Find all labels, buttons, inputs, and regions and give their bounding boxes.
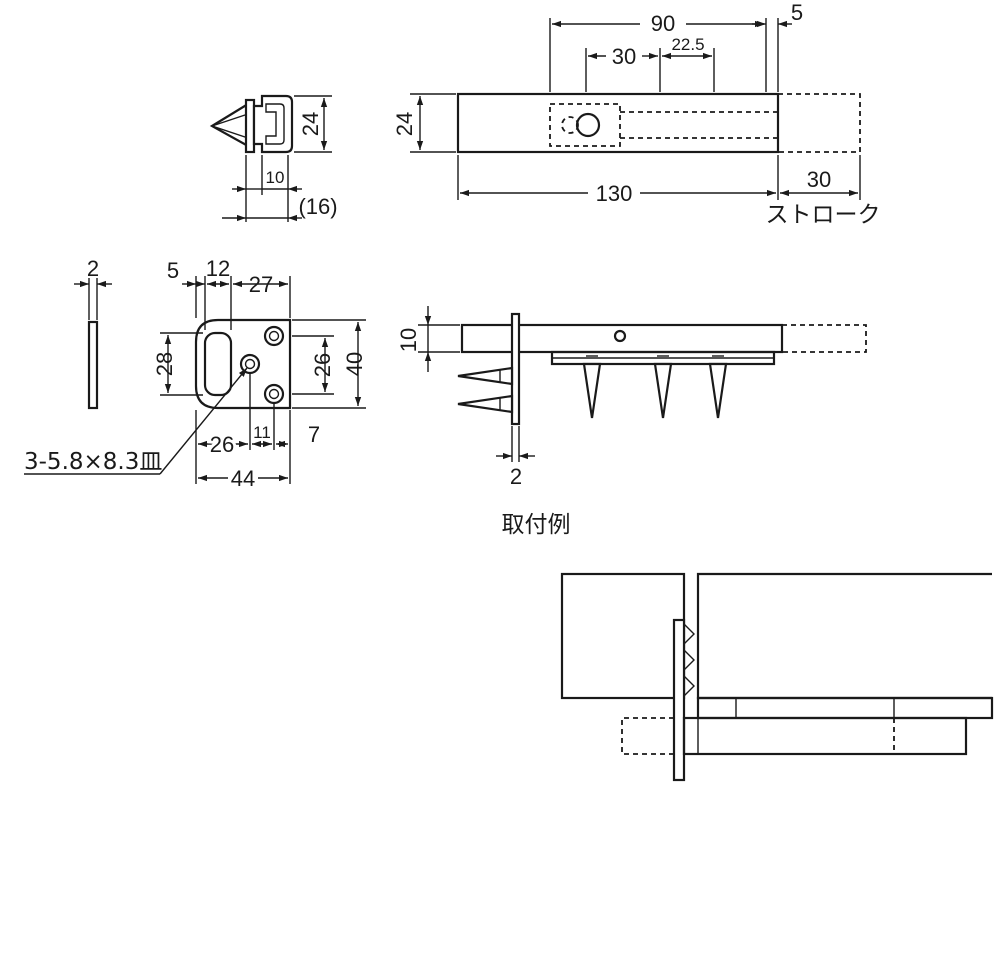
front-height-label: 24	[298, 112, 323, 136]
mounting-hole-top	[263, 325, 285, 347]
front-outer-width-label: (16)	[298, 194, 337, 219]
front-channel-profile	[252, 94, 294, 154]
plate-face-view: 5 12 27 28 26 40 26 11 7	[24, 256, 367, 491]
top-stroke-caption: ストローク	[766, 202, 881, 228]
top-length-label: 130	[596, 181, 633, 206]
side-spike-down-2	[653, 362, 673, 419]
top-hidden-hole	[561, 116, 579, 134]
plate-slot	[203, 331, 233, 397]
top-view: 24 90 5 30 22.5 130 30 ストローク	[392, 0, 881, 228]
side-spike-down-1	[582, 362, 602, 419]
front-inner-width-label: 10	[266, 168, 285, 187]
mounting-hole-bottom	[263, 383, 285, 405]
side-pin	[613, 329, 627, 343]
front-view: 24 10 (16)	[209, 94, 338, 222]
plate-dim-11-label: 11	[253, 423, 271, 442]
plate-dim-5-label: 5	[167, 258, 179, 283]
plate-dim-40-label: 40	[342, 352, 367, 376]
top-stroke-label: 30	[807, 167, 831, 192]
side-spike-upper	[457, 366, 514, 386]
front-spike	[209, 102, 250, 148]
side-height-label: 10	[396, 328, 421, 352]
plate-dim-27-label: 27	[249, 272, 273, 297]
plate-dim-28-label: 28	[152, 352, 177, 376]
installation-example: 取付例	[502, 512, 994, 782]
plate-edge-view: 2	[74, 256, 112, 410]
example-bolt-body	[682, 716, 968, 756]
plate-dim-7-label: 7	[308, 422, 320, 447]
plate-dim-26-h-label: 26	[210, 432, 234, 457]
side-body	[460, 323, 784, 354]
example-under-strip	[696, 696, 994, 720]
mounting-hole-middle	[239, 353, 261, 375]
side-spike-lower	[457, 394, 514, 414]
plate-dim-12-label: 12	[206, 256, 230, 281]
side-thickness-label: 2	[510, 464, 522, 489]
top-span-90-label: 90	[651, 11, 675, 36]
side-stroke-extension	[782, 324, 867, 353]
side-spike-down-3	[708, 362, 728, 419]
top-span-22-5-label: 22.5	[671, 35, 704, 54]
example-right-panel	[696, 572, 992, 700]
top-height-label: 24	[392, 112, 417, 136]
example-bolt-extension	[621, 717, 674, 755]
front-plate	[244, 98, 256, 154]
example-left-panel	[560, 572, 686, 700]
plate-edge	[87, 320, 99, 410]
example-caption: 取付例	[502, 512, 571, 538]
top-hidden-slot	[549, 103, 621, 147]
top-span-5-label: 5	[791, 0, 803, 25]
top-body	[456, 92, 780, 154]
top-stroke-extension	[778, 93, 861, 153]
hole-note-label: 3-5.8×8.3皿	[24, 449, 162, 475]
side-view: 10 2	[396, 306, 867, 489]
top-pin-circle	[575, 112, 601, 138]
plate-dim-26-v-label: 26	[310, 353, 335, 377]
top-span-30-label: 30	[612, 44, 636, 69]
plate-dim-44-label: 44	[231, 466, 255, 491]
plate-thickness-label: 2	[87, 256, 99, 281]
example-plate	[672, 618, 686, 782]
